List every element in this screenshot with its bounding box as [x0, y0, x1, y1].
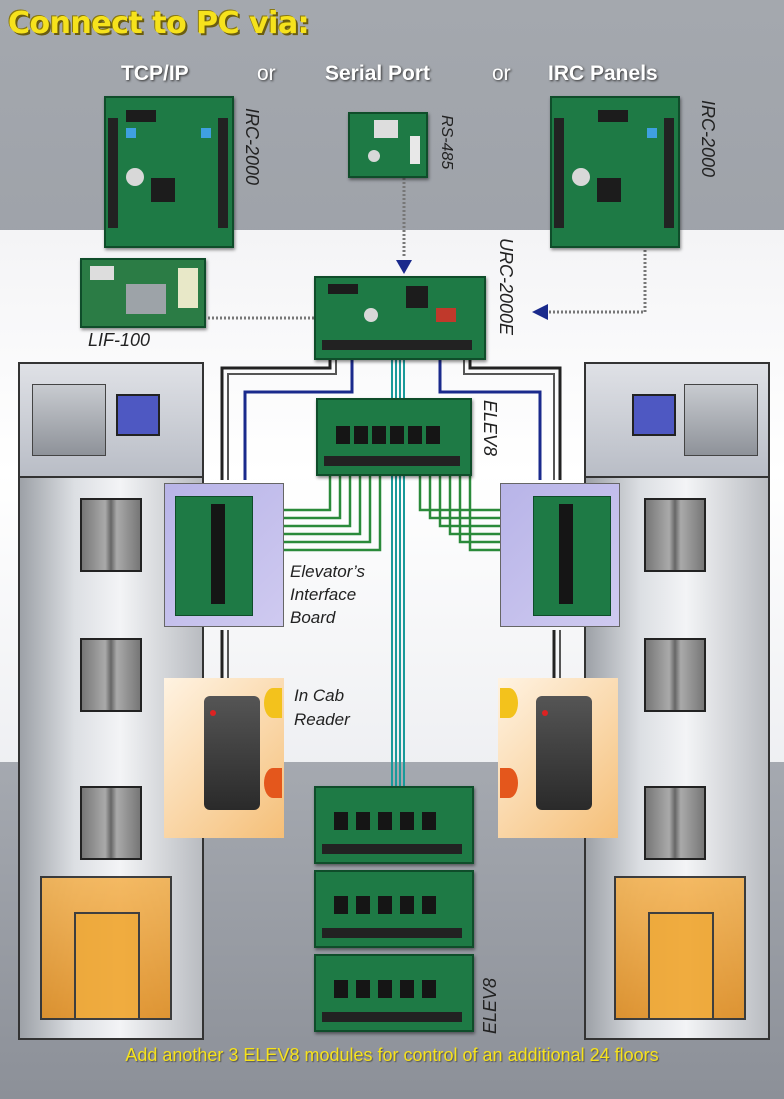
irc-2000-left-label: IRC-2000 [242, 108, 262, 186]
right-interface-board [500, 483, 620, 627]
elev8-extra-board-3 [314, 954, 474, 1032]
elev8-top-board [316, 398, 472, 476]
urc-2000e-label: URC-2000E [496, 238, 516, 336]
option-or-2: or [492, 62, 511, 85]
interface-label-line-3: Board [290, 608, 336, 627]
left-card-reader [204, 696, 260, 810]
urc-2000e-board [314, 276, 486, 360]
option-tcp: TCP/IP [121, 62, 189, 85]
interface-board-label: Elevator’s Interface Board [290, 560, 365, 629]
option-serial: Serial Port [325, 62, 431, 85]
irc-2000-left-board [104, 96, 234, 248]
interface-label-line-2: Interface [290, 585, 357, 604]
right-machine-room [584, 362, 770, 478]
right-elevator-cab [614, 876, 746, 1020]
lif-100-board [80, 258, 206, 328]
reader-label-line-1: In Cab [294, 686, 345, 705]
reader-label-line-2: Reader [294, 710, 350, 729]
arrow-down-icon [396, 260, 412, 274]
irc-panel-cable [548, 242, 647, 314]
elev8-extra-board-1 [314, 786, 474, 864]
elev8-bottom-label: ELEV8 [480, 977, 500, 1034]
footer-note: Add another 3 ELEV8 modules for control … [125, 1045, 659, 1065]
irc-2000-right-label: IRC-2000 [698, 100, 718, 178]
rs485-label: RS-485 [438, 115, 455, 170]
left-elevator-cab [40, 876, 172, 1020]
page-title: Connect to PC via: [8, 6, 310, 41]
elev8-top-label: ELEV8 [480, 400, 500, 457]
option-panels: IRC Panels [548, 62, 658, 85]
right-card-reader [536, 696, 592, 810]
lif-100-label: LIF-100 [88, 330, 151, 350]
left-machine-room [18, 362, 204, 478]
arrow-left-icon [532, 304, 548, 320]
in-cab-reader-label: In Cab Reader [294, 684, 350, 732]
elev8-extra-board-2 [314, 870, 474, 948]
option-or-1: or [257, 62, 276, 85]
rs485-board [348, 112, 428, 178]
irc-2000-right-board [550, 96, 680, 248]
left-interface-board [164, 483, 284, 627]
interface-label-line-1: Elevator’s [290, 562, 365, 581]
